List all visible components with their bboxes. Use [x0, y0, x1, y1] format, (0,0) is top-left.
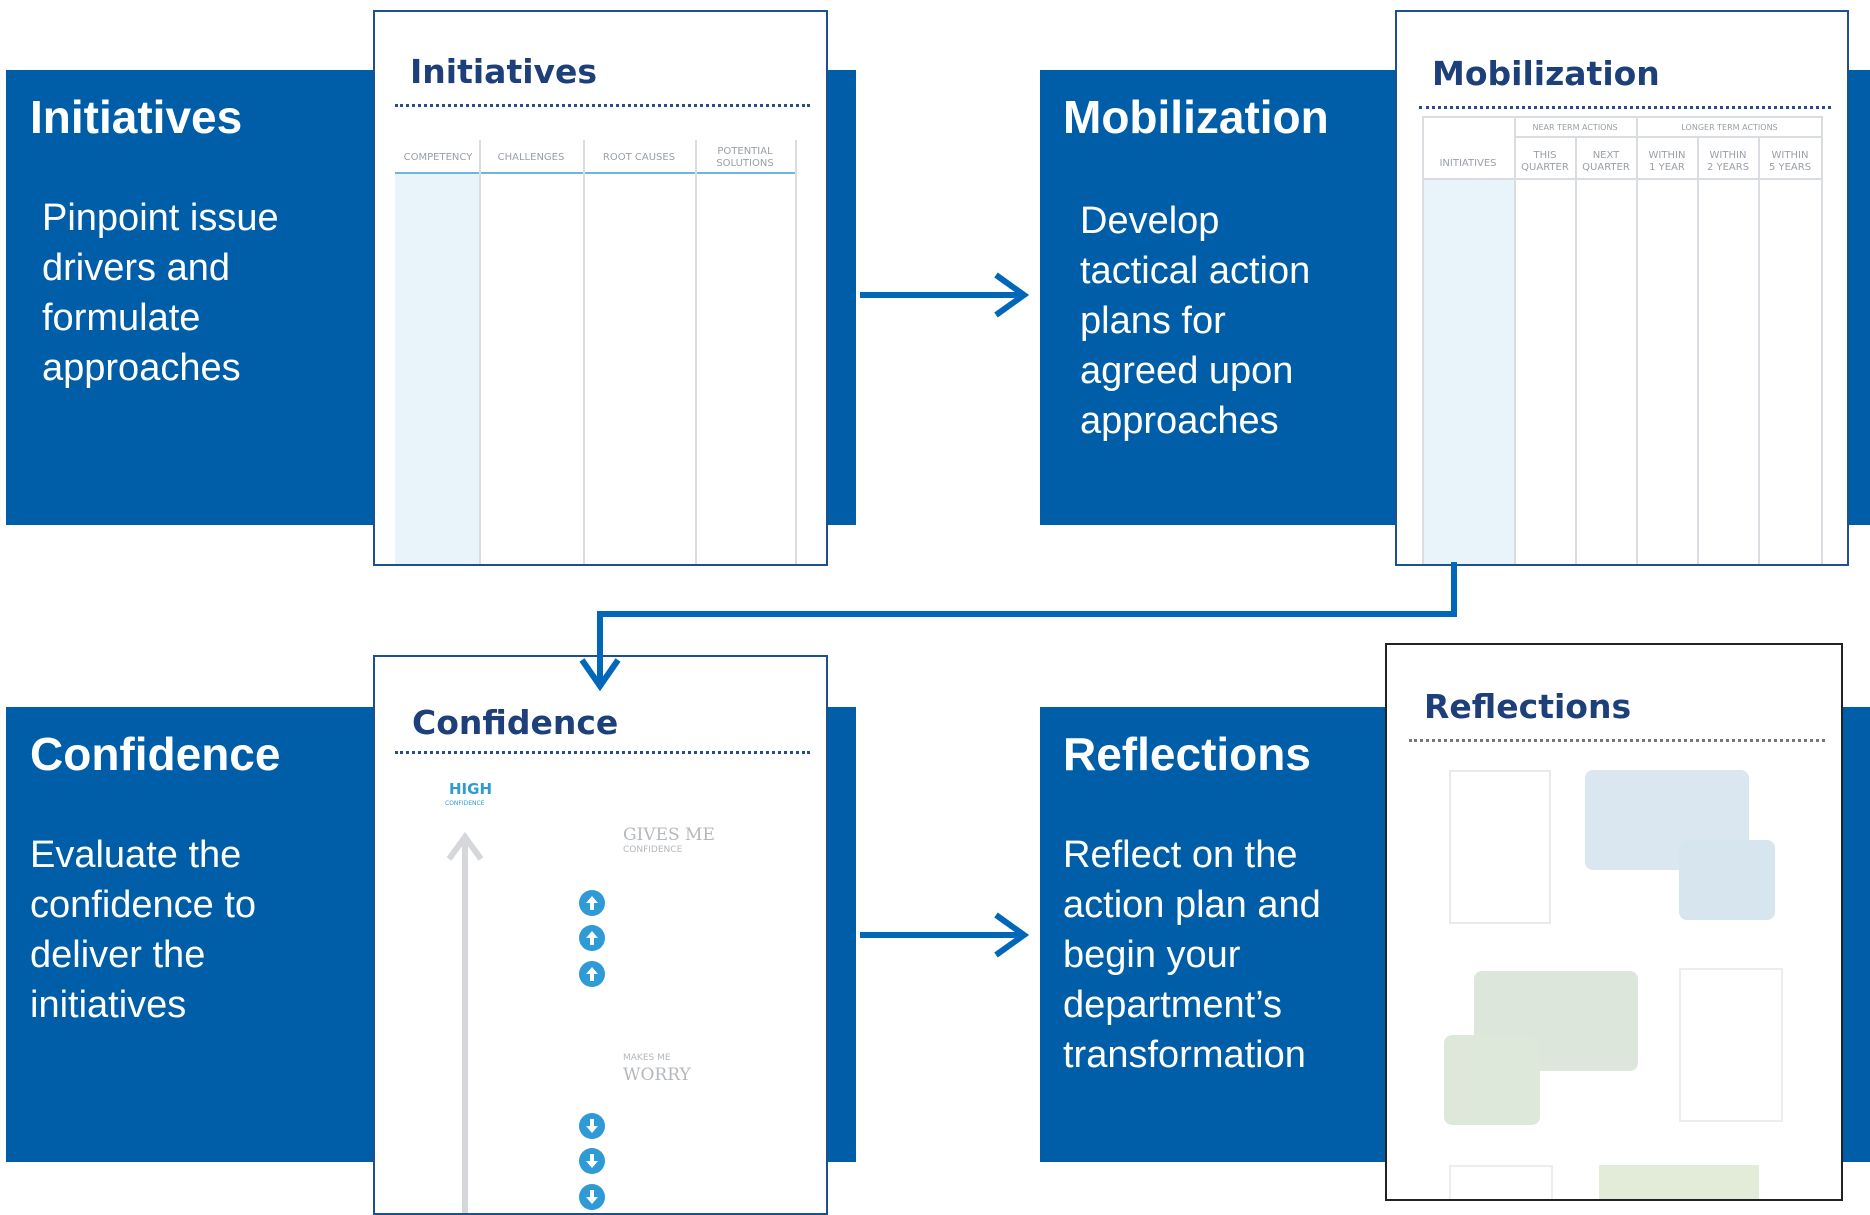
title-divider [395, 751, 810, 754]
confidence-scale-arrow [446, 831, 484, 1213]
arrow-right-icon [860, 912, 1030, 958]
first-column-shade [395, 174, 479, 564]
step-description-mobilization: Develop tactical action plans for agreed… [1080, 200, 1311, 442]
column-header: WITHIN 2 YEARS [1706, 150, 1750, 173]
column-header: ROOT CAUSES [602, 152, 676, 163]
step-description-initiatives: Pinpoint issue drivers and formulate app… [42, 197, 279, 389]
confidence-template-card: Confidence HIGH CONFIDENCE GIVES ME CONF… [373, 655, 828, 1215]
gives-confidence-sublabel: CONFIDENCE [623, 845, 683, 855]
initiatives-template-card: Initiatives COMPETENCY CHALLENGES ROOT C… [373, 10, 828, 566]
step-title-initiatives: Initiatives [30, 91, 243, 143]
column-divider [1514, 116, 1516, 564]
speech-bubble-icon [1679, 840, 1775, 920]
reflections-card-title: Reflections [1424, 687, 1632, 726]
column-header: INITIATIVES [1439, 158, 1497, 169]
header-rule [1422, 116, 1822, 118]
step-title-mobilization: Mobilization [1063, 91, 1329, 143]
up-arrow-icon [579, 890, 605, 916]
step-description-reflections: Reflect on the action plan and begin you… [1063, 834, 1321, 1076]
column-header: COMPETENCY [403, 152, 473, 163]
column-header: WITHIN 1 YEAR [1648, 150, 1686, 173]
column-header: THIS QUARTER [1521, 150, 1569, 173]
column-divider [1422, 116, 1424, 564]
mobilization-template-card: Mobilization NEAR TERM ACTIONS LONGER TE… [1395, 10, 1849, 566]
group-header: LONGER TERM ACTIONS [1681, 123, 1778, 132]
note-frame [1449, 1165, 1553, 1199]
up-arrow-icon [579, 961, 605, 987]
group-header: NEAR TERM ACTIONS [1532, 123, 1618, 132]
first-column-shade [1422, 180, 1514, 564]
header-rule [1422, 178, 1822, 180]
column-divider [1697, 136, 1699, 564]
mobilization-card-title: Mobilization [1432, 54, 1660, 93]
column-header: CHALLENGES [497, 152, 565, 163]
makes-worry-sublabel: WORRY [623, 1065, 691, 1085]
speech-bubble-icon [1444, 1035, 1540, 1125]
note-frame [1679, 968, 1783, 1122]
column-divider [1821, 116, 1823, 564]
gives-confidence-label: GIVES ME [623, 825, 715, 845]
title-divider [1409, 739, 1825, 742]
note-frame [1449, 770, 1551, 924]
step-title-reflections: Reflections [1063, 728, 1311, 780]
down-arrow-icon [579, 1184, 605, 1210]
high-confidence-label: HIGH [449, 780, 493, 798]
up-arrow-icon [579, 925, 605, 951]
connector-arrow-down-icon [579, 562, 1457, 692]
step-title-confidence: Confidence [30, 728, 281, 780]
down-arrow-icon [579, 1113, 605, 1139]
column-divider [1575, 136, 1577, 564]
arrow-right-icon [860, 272, 1030, 318]
high-confidence-sublabel: CONFIDENCE [445, 800, 485, 807]
title-divider [1419, 106, 1831, 109]
column-header: NEXT QUARTER [1582, 150, 1630, 173]
makes-worry-label: MAKES ME [623, 1053, 671, 1063]
column-divider [795, 140, 797, 564]
column-divider [583, 140, 585, 564]
column-header: WITHIN 5 YEARS [1768, 150, 1812, 173]
confidence-card-title: Confidence [412, 703, 619, 742]
column-divider [1636, 116, 1638, 564]
down-arrow-icon [579, 1148, 605, 1174]
column-header: POTENTIAL SOLUTIONS [716, 146, 774, 169]
column-divider [1758, 136, 1760, 564]
column-divider [695, 140, 697, 564]
title-divider [395, 104, 810, 107]
note-frame [1599, 1165, 1759, 1199]
initiatives-card-title: Initiatives [410, 52, 598, 91]
reflections-template-card: Reflections [1385, 643, 1843, 1201]
step-description-confidence: Evaluate the confidence to deliver the i… [30, 834, 257, 1026]
column-divider [479, 140, 481, 564]
header-rule [395, 172, 795, 174]
header-rule [1515, 136, 1823, 138]
